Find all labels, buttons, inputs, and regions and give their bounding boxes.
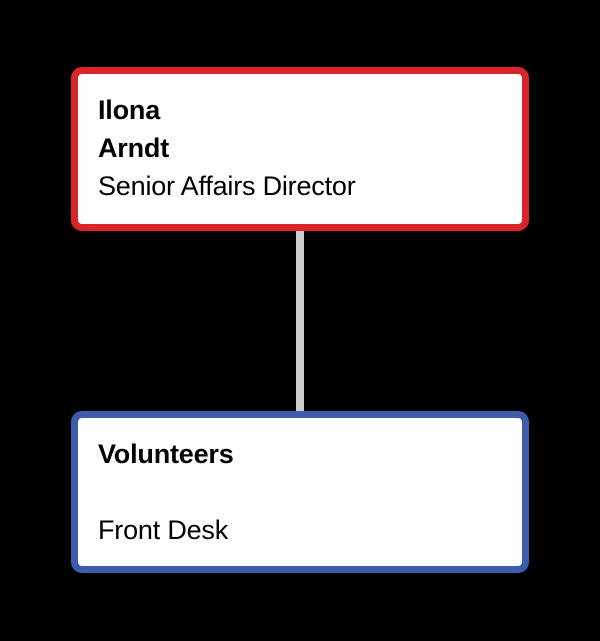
person-first-name: Ilona [98,95,161,125]
org-node-person-ilona-arndt[interactable]: Ilona Arndt Senior Affairs Director [71,67,529,231]
person-last-name: Arndt [98,133,169,163]
team-detail: Front Desk [98,515,229,545]
team-name: Volunteers [98,439,234,469]
org-node-team-volunteers[interactable]: Volunteers Front Desk [71,411,529,573]
connector-line-person-to-team [296,228,304,414]
team-blank-line [98,473,502,511]
person-job-title: Senior Affairs Director [98,171,356,201]
